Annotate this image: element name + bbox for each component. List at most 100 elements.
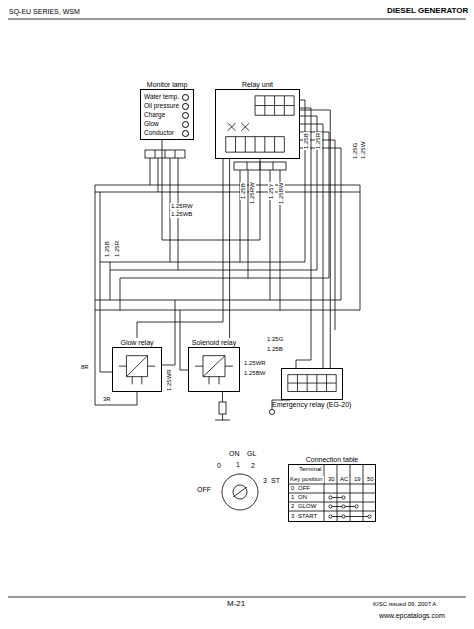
relay-symbol — [282, 369, 342, 399]
component-name: Connection table — [306, 455, 359, 464]
relay-symbol-lines — [119, 356, 155, 385]
wire-code: 1.25RW — [249, 181, 256, 205]
component-outline — [112, 347, 162, 392]
component-name: Emergency relay (EG-20) — [272, 400, 351, 409]
key-switch — [222, 474, 258, 510]
wire-code: 1.25B — [266, 346, 284, 353]
wire-code: 1.25Y — [268, 182, 275, 200]
table-cell: GLOW — [297, 503, 317, 510]
fuse-leads — [215, 392, 230, 420]
footer-rule — [8, 597, 466, 598]
issue-note: KISC issued 09, 2007 A — [372, 601, 437, 608]
relay-symbol-lines — [226, 96, 294, 152]
relay-symbol — [216, 90, 299, 158]
lamp-name: Water temp. — [144, 92, 190, 101]
key-switch-core — [233, 485, 247, 499]
lamp-name: Charge — [144, 110, 190, 119]
table-grid — [288, 464, 376, 522]
component-box: Relay unit — [215, 80, 300, 159]
wire-connector — [300, 110, 330, 368]
component-box: Emergency relay (EG-20) — [272, 368, 351, 409]
key-position: 0 — [216, 462, 222, 470]
wire-code: 1.25WB — [170, 211, 193, 218]
fuse-symbol — [219, 402, 226, 414]
wire-connector — [229, 159, 230, 338]
wire-code: 1.25R — [114, 240, 121, 258]
wire-code: 1.25W — [360, 141, 367, 160]
contact-dot — [329, 515, 332, 518]
wire-code: 1.25R — [315, 132, 322, 150]
contact-dot — [342, 496, 345, 499]
key-position: 1 — [235, 461, 241, 469]
emergency-terminal — [270, 410, 275, 415]
lamp-name: Glow — [144, 119, 190, 128]
table-cell: 1 — [290, 494, 295, 501]
key-position: ON — [228, 450, 241, 458]
key-slot — [233, 487, 247, 497]
table-cell: 19 — [353, 476, 362, 483]
lamp-name: Conductor — [144, 128, 190, 137]
wire-code: 1.25B — [240, 182, 247, 200]
relay-symbol-lines — [287, 375, 335, 392]
page-number: M-21 — [226, 600, 246, 609]
table-cell: 30 — [327, 476, 336, 483]
lamp-name: Oil pressure — [144, 101, 190, 110]
contact-dot — [368, 515, 371, 518]
key-position: OFF — [196, 486, 212, 494]
wire-code: 1.25WR — [166, 368, 173, 392]
contact-dot — [342, 515, 345, 518]
wire-code: 1.25B — [303, 132, 310, 150]
component-name: Relay unit — [242, 80, 273, 89]
table-contacts — [331, 498, 370, 517]
wire-code: 3R — [102, 396, 112, 403]
wire-code: 1.25BW — [278, 182, 285, 205]
wire-code: 1.25G — [352, 142, 359, 160]
lamp-connector-pins — [155, 150, 175, 158]
relay-symbol-lines — [195, 356, 233, 385]
table-cell: Key position — [289, 476, 324, 483]
component-name: Solenoid relay — [192, 338, 236, 347]
table-cell: START — [297, 513, 318, 520]
component-outline — [188, 347, 240, 392]
component-name: Monitor lamp — [147, 80, 187, 89]
header-rule — [8, 19, 466, 20]
relay-symbol — [189, 348, 239, 391]
page-header: SQ-EU SERIES, WSM — [8, 8, 81, 16]
component-box: Solenoid relay — [188, 338, 240, 392]
table-cell: AC — [339, 476, 349, 483]
watermark: www.epcatalogs.com — [378, 612, 446, 620]
component-outline — [281, 368, 343, 400]
relay-symbol — [113, 348, 161, 391]
wire-code: 1.25RW — [170, 203, 194, 210]
component-box: Monitor lampWater temp.Oil pressureCharg… — [140, 80, 194, 140]
contact-dot — [342, 505, 345, 508]
key-position: 3 — [262, 477, 268, 485]
table-cell: 0 — [290, 485, 295, 492]
component-name: Glow relay — [120, 338, 153, 347]
lamp-connector — [145, 150, 185, 158]
wire-code: 1.25BW — [243, 370, 266, 377]
table-cell: OFF — [297, 485, 311, 492]
wire-code: 1.25WR — [243, 360, 267, 367]
table-cell: 2 — [290, 503, 295, 510]
component-outline — [215, 89, 300, 159]
page-header: DIESEL GENERATOR — [386, 7, 469, 16]
key-position: GL — [246, 450, 257, 458]
contact-dot — [355, 505, 358, 508]
wire-connector — [137, 159, 223, 338]
wire-code: 1.25B — [104, 240, 111, 258]
component-box: Glow relay — [112, 338, 162, 392]
wire-code: 8R — [80, 364, 90, 371]
contact-dot — [329, 505, 332, 508]
table-cell: Terminal — [298, 466, 323, 473]
component-outline: Water temp.Oil pressureChargeGlowConduct… — [140, 89, 194, 140]
key-position: ST — [270, 477, 281, 485]
table-cell: 3 — [290, 513, 295, 520]
key-position: 2 — [250, 462, 256, 470]
table-cell: ON — [297, 494, 308, 501]
wire-code: 1.25G — [266, 336, 284, 343]
contact-dot — [329, 496, 332, 499]
table-cell: 50 — [366, 476, 375, 483]
